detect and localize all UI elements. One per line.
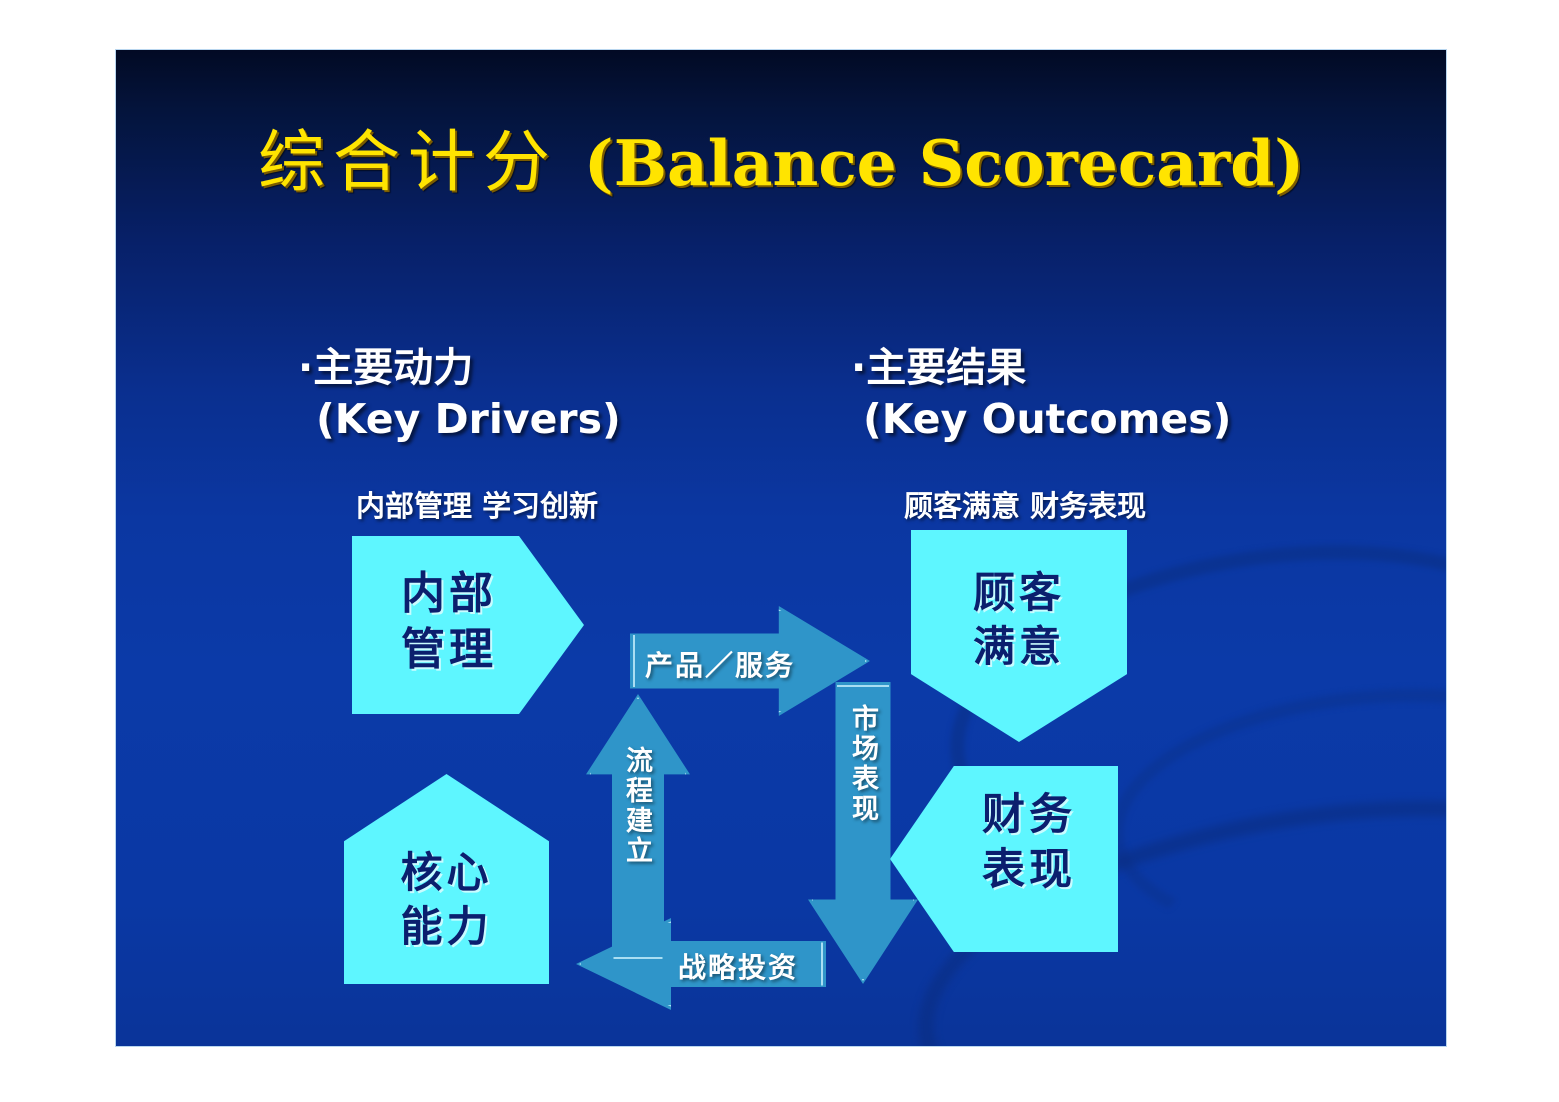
balanced-scorecard-cycle-diagram: 内部 管理 核心 能力 顾客 满意 财务 表现 产品／服务 市场表现 战略投资 … [116, 50, 1446, 1046]
key-outcomes-heading-english: (Key Outcomes) [863, 394, 1232, 443]
key-outcomes-heading-chinese: ·主要结果 [851, 345, 1027, 391]
arrow-market-performance-label: 市场表现 [847, 704, 878, 824]
arrow-right-product-service-icon: 产品／服务 [630, 606, 870, 716]
node-financial-performance: 财务 表现 [890, 766, 1118, 952]
slide-title-english: (Balance Scorecard) [583, 126, 1305, 200]
arrow-strategic-investment-label: 战略投资 [677, 951, 798, 984]
key-drivers-heading-chinese: ·主要动力 [298, 345, 474, 391]
arrow-up-process-building-icon: 流程建立 [586, 694, 690, 962]
node-internal-management-label: 内部 管理 [401, 568, 497, 676]
slide-title: 综合计分 (Balance Scorecard) [116, 108, 1446, 205]
node-core-competency-label: 核心 能力 [400, 848, 493, 951]
node-core-competency: 核心 能力 [344, 774, 549, 984]
key-outcomes-heading: ·主要结果 (Key Outcomes) [851, 346, 1231, 443]
node-financial-performance-label: 财务 表现 [982, 790, 1076, 896]
arrow-down-market-performance-icon: 市场表现 [808, 682, 918, 984]
slide-canvas: 综合计分 (Balance Scorecard) ·主要动力 (Key Drive… [116, 50, 1446, 1046]
slide-title-chinese: 综合计分 [257, 123, 558, 201]
node-internal-management: 内部 管理 [352, 536, 584, 714]
key-drivers-heading: ·主要动力 (Key Drivers) [298, 346, 621, 443]
node-customer-satisfaction: 顾客 满意 [911, 530, 1127, 742]
node-customer-satisfaction-label: 顾客 满意 [972, 568, 1065, 671]
arrow-process-building-label: 流程建立 [621, 746, 652, 866]
arrow-product-service-label: 产品／服务 [644, 649, 795, 682]
key-drivers-heading-english: (Key Drivers) [316, 394, 621, 443]
